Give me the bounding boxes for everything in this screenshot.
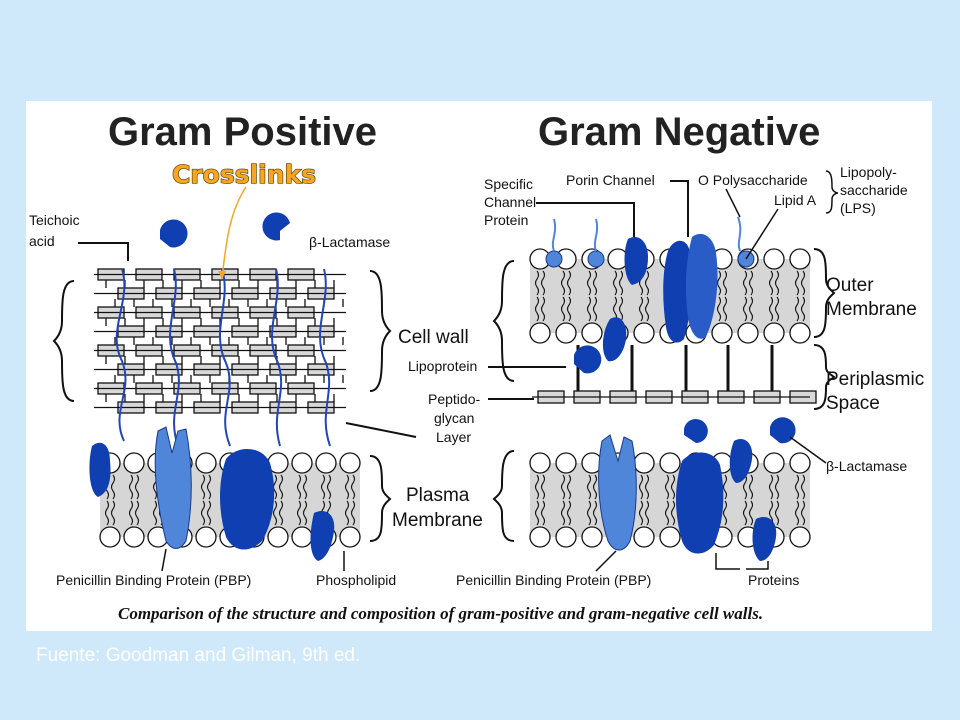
teichoic-acid-label: Teichoic bbox=[29, 212, 80, 228]
lps-label: Lipopoly- bbox=[840, 164, 897, 180]
periplasmic-brace bbox=[813, 344, 836, 410]
crosslinks-label: Crosslinks bbox=[172, 160, 316, 189]
pbp-label-left: Penicillin Binding Protein (PBP) bbox=[56, 572, 251, 588]
beta-lactamase-left-shapes bbox=[160, 212, 290, 248]
plasma-brace bbox=[369, 455, 392, 542]
lipoprotein-label: Lipoprotein bbox=[408, 358, 477, 374]
periplasmic-space-label: Periplasmic bbox=[826, 369, 924, 390]
beta-lactamase-label-right: β-Lactamase bbox=[826, 458, 907, 474]
plasma-membrane-label: Plasma bbox=[406, 485, 470, 506]
figure-caption: Comparison of the structure and composit… bbox=[118, 604, 763, 623]
gram-positive-title: Gram Positive bbox=[108, 110, 377, 154]
peptidoglycan-layer-left bbox=[94, 267, 346, 447]
specific-channel-label: Specific bbox=[484, 176, 533, 192]
specific-channel-pointer bbox=[536, 202, 635, 237]
peptidoglycan-label-3: Layer bbox=[436, 429, 471, 445]
plasma-proteins-right bbox=[598, 434, 777, 561]
cell-wall-label: Cell wall bbox=[398, 327, 469, 348]
diagram-panel: Gram Positive Gram Negative Crosslinks T… bbox=[26, 101, 932, 631]
o-poly-pointer bbox=[725, 188, 741, 218]
cell-wall-brace-right bbox=[369, 270, 392, 392]
outer-membrane-brace bbox=[813, 248, 836, 338]
porin-channel-label: Porin Channel bbox=[566, 172, 655, 188]
pbp-pointer-left bbox=[161, 548, 167, 572]
beta-lactamase-label-left: β-Lactamase bbox=[309, 234, 390, 250]
outer-membrane-proteins bbox=[602, 233, 718, 362]
o-polysaccharide-label: O Polysaccharide bbox=[698, 172, 808, 188]
gn-plasma-brace bbox=[492, 450, 515, 542]
gram-negative-title: Gram Negative bbox=[538, 110, 820, 154]
peptidoglycan-pointer bbox=[345, 422, 417, 438]
phospholipid-label: Phospholipid bbox=[316, 572, 396, 588]
pbp-protein-left bbox=[89, 426, 335, 561]
lps-label-2: saccharide bbox=[840, 182, 908, 198]
lipid-a-pointer bbox=[745, 208, 779, 260]
proteins-pointer bbox=[715, 553, 769, 570]
plasma-membrane-label-2: Membrane bbox=[392, 510, 483, 531]
cell-wall-diagram: Gram Positive Gram Negative Crosslinks T… bbox=[29, 110, 924, 623]
gn-cell-wall-brace bbox=[492, 260, 515, 382]
specific-channel-label-3: Protein bbox=[484, 212, 528, 228]
o-polysaccharide-chains bbox=[551, 216, 742, 252]
beta-lactamase-pointer-right bbox=[789, 436, 827, 464]
crosslinks-pointer bbox=[221, 186, 247, 280]
peptidoglycan-label: Peptido- bbox=[428, 391, 480, 407]
proteins-label: Proteins bbox=[748, 572, 799, 588]
periplasmic-space bbox=[532, 345, 817, 404]
teichoic-acid-label-2: acid bbox=[29, 233, 55, 249]
lipoprotein-shape bbox=[574, 345, 602, 374]
beta-lactamase-right-shapes bbox=[684, 417, 796, 444]
crosslinks-arrowhead bbox=[218, 271, 226, 279]
pbp-pointer-right bbox=[595, 550, 617, 572]
cell-wall-brace-left bbox=[52, 280, 75, 402]
lps-label-3: (LPS) bbox=[840, 200, 876, 216]
lps-brace bbox=[825, 170, 839, 214]
specific-channel-label-2: Channel bbox=[484, 194, 536, 210]
teichoic-acid-chains bbox=[115, 268, 331, 447]
source-citation: Fuente: Goodman and Gilman, 9th ed. bbox=[36, 645, 361, 666]
pbp-label-right: Penicillin Binding Protein (PBP) bbox=[456, 572, 651, 588]
periplasmic-space-label-2: Space bbox=[826, 393, 880, 414]
porin-pointer bbox=[670, 180, 689, 237]
teichoic-pointer bbox=[78, 242, 129, 261]
outer-membrane-label: Outer bbox=[826, 275, 874, 296]
peptidoglycan-label-2: glycan bbox=[434, 410, 474, 426]
outer-membrane-label-2: Membrane bbox=[826, 299, 917, 320]
lipid-a-label: Lipid A bbox=[774, 192, 817, 208]
